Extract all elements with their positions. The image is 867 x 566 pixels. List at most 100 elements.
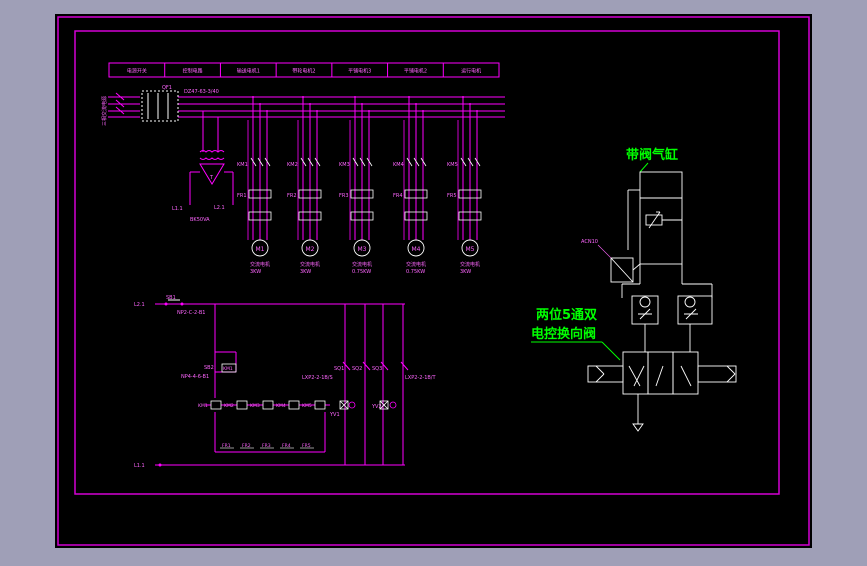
relay-label: FR4	[393, 193, 403, 199]
heater-element	[458, 211, 482, 221]
overload-relay	[404, 189, 428, 199]
cylinder-label: 带阀气缸	[626, 147, 678, 163]
contactor-contact	[460, 157, 467, 167]
bus-junction	[462, 96, 464, 98]
stop-button-model: NP2-C-2-B1	[177, 310, 205, 316]
contactor-contact	[420, 157, 427, 167]
bus-junction	[316, 110, 318, 112]
power-bus	[108, 90, 505, 122]
motor-symbol	[461, 239, 479, 257]
valve-coils	[339, 400, 397, 410]
contactor-contact	[257, 157, 264, 167]
fr-contact-label: FR2	[242, 443, 251, 449]
bus-junction	[259, 103, 261, 105]
motor-id: M4	[412, 246, 421, 253]
contactor-label: KM3	[339, 162, 350, 168]
bus-junction	[415, 103, 417, 105]
title-block-cell: 控制电路	[183, 68, 203, 75]
heater-element	[248, 211, 272, 221]
transformer	[189, 111, 234, 205]
coil-label: KM5	[302, 403, 312, 409]
contactor-contact	[352, 157, 359, 167]
coil-label: KM4	[276, 403, 286, 409]
title-block-frame	[108, 62, 500, 78]
bus-junction	[266, 110, 268, 112]
valve-label-1: YV1	[329, 412, 340, 418]
bus-junction	[309, 103, 311, 105]
motor-branches: KM1FR1M1交流电机3KWKM2FR2M2交流电机3KWKM3FR3M3交流…	[237, 96, 482, 275]
contactor-contact	[474, 157, 481, 167]
coil-symbol	[236, 400, 248, 410]
heater-element	[404, 211, 428, 221]
motor-symbol	[251, 239, 269, 257]
motor-power: 3KW	[300, 269, 311, 275]
heater-element	[350, 211, 374, 221]
overload-relay	[458, 189, 482, 199]
transformer-label: T	[209, 175, 214, 181]
motor-name: 交流电机	[300, 261, 320, 268]
control-line-bottom: L1.1	[134, 463, 145, 469]
control-line-top: L2.1	[134, 302, 145, 308]
bus-junction	[252, 96, 254, 98]
overload-relay	[248, 189, 272, 199]
coil-symbol	[262, 400, 274, 410]
title-block-cell: 电源开关	[127, 68, 147, 75]
contactor-contact	[307, 157, 314, 167]
bus-junction	[302, 96, 304, 98]
motor-power: 3KW	[460, 269, 471, 275]
bottom-line-dot	[158, 463, 162, 467]
bus-junction	[354, 96, 356, 98]
stop-button-dot-right	[180, 302, 184, 306]
title-block-cell: 平铺电机2	[404, 68, 427, 75]
heater-element	[298, 211, 322, 221]
start-button-label: SB2	[204, 365, 214, 371]
motor-power: 0.75KW	[406, 269, 425, 275]
fr-contact-label: FR1	[222, 443, 231, 449]
contactor-contact	[314, 157, 321, 167]
hold-contact-box	[221, 363, 237, 373]
contactor-label: KM5	[447, 162, 458, 168]
coil-symbol	[288, 400, 300, 410]
bus-junction	[476, 110, 478, 112]
supply-label: 三相交流电源	[101, 96, 108, 126]
drawing-sheet	[55, 14, 812, 548]
coil-label: KM3	[250, 403, 260, 409]
sq-label-2: SQ2	[352, 366, 362, 372]
bus-junction	[408, 96, 410, 98]
fr-contact-label: FR4	[282, 443, 291, 449]
bus-junction	[361, 103, 363, 105]
contactor-label: KM4	[393, 162, 404, 168]
title-block-cell: 输送电机1	[237, 68, 260, 75]
contactor-contact	[300, 157, 307, 167]
coil-symbol	[210, 400, 222, 410]
coil-symbol	[314, 400, 326, 410]
valve-leader-drop	[601, 341, 621, 361]
contactor-contact	[413, 157, 420, 167]
motor-name: 交流电机	[406, 261, 426, 268]
stop-button-dot-left	[164, 302, 168, 306]
relay-label: FR1	[237, 193, 247, 199]
contactor-label: KM1	[237, 162, 248, 168]
motor-id: M5	[466, 246, 475, 253]
switch-model-right: LXP2-2-1B/T	[405, 375, 436, 381]
motor-id: M3	[358, 246, 367, 253]
motor-power: 0.75KW	[352, 269, 371, 275]
motor-power: 3KW	[250, 269, 261, 275]
valve-label-line2: 电控换向阀	[531, 326, 596, 342]
valve-label-2: YV2	[371, 404, 382, 410]
transformer-model: BK50VA	[190, 217, 210, 223]
bus-junction	[469, 103, 471, 105]
tap-right: L2.1	[214, 205, 225, 211]
pneumatic-cylinder	[587, 171, 737, 432]
motor-name: 交流电机	[352, 261, 372, 268]
breaker-label: QF1	[162, 85, 172, 91]
overload-relay	[298, 189, 322, 199]
